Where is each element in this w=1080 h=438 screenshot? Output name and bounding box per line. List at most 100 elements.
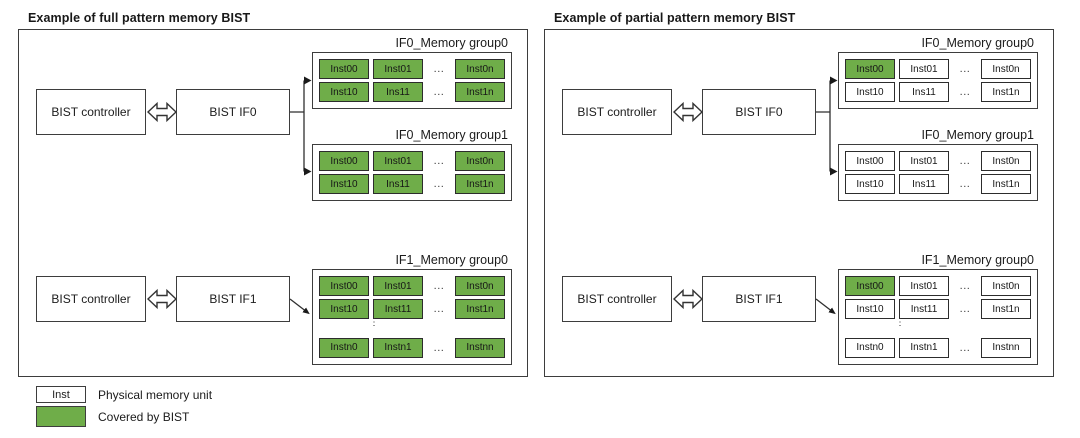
row-ellipsis: ...: [433, 303, 445, 316]
memory-cell: Inst1n: [455, 299, 505, 320]
row-ellipsis: ...: [959, 86, 971, 98]
memory-cell: Inst00: [845, 151, 895, 171]
memory-cell: Inst00: [845, 59, 895, 79]
memory-cell: Inst00: [319, 59, 369, 79]
memory-cell: Ins11: [899, 82, 949, 102]
memory-cell: Inst0n: [455, 151, 505, 171]
legend: Inst Physical memory unit Covered by BIS…: [36, 386, 212, 427]
memory-cell: Inst11: [899, 299, 949, 320]
legend-item-physical-memory-unit: Inst Physical memory unit: [36, 386, 212, 403]
legend-swatch-physical: Inst: [36, 386, 86, 403]
bist-interface-box: BIST IF1: [702, 276, 816, 322]
memory-cell: Instn1: [899, 337, 949, 358]
row-ellipsis: ...: [959, 280, 971, 292]
row-ellipsis: ...: [959, 155, 971, 167]
legend-label-covered: Covered by BIST: [98, 409, 190, 424]
memory-cell: Inst1n: [981, 174, 1031, 194]
memory-cell: Ins11: [373, 174, 423, 194]
legend-swatch-label: Inst: [52, 388, 70, 401]
row-ellipsis: ...: [433, 63, 445, 75]
bist-controller-box: BIST controller: [562, 89, 672, 135]
memory-cell: Inst0n: [455, 276, 505, 296]
bist-interface-box: BIST IF1: [176, 276, 290, 322]
double-arrow-icon: [146, 287, 178, 311]
bist-controller-box: BIST controller: [562, 276, 672, 322]
memory-group-title: IF0_Memory group1: [921, 128, 1034, 142]
memory-cell: Inst10: [319, 174, 369, 194]
panel-title: Example of partial pattern memory BIST: [554, 11, 796, 25]
memory-cell: Inst01: [373, 276, 423, 296]
memory-cell: Inst00: [319, 151, 369, 171]
memory-cell: Inst01: [373, 59, 423, 79]
memory-group-title: IF1_Memory group0: [921, 253, 1034, 267]
memory-group-title: IF0_Memory group1: [395, 128, 508, 142]
memory-cell: Inst0n: [981, 151, 1031, 171]
memory-cell: Inst10: [845, 299, 895, 320]
memory-cell: Inst00: [319, 276, 369, 296]
bist-controller-box: BIST controller: [36, 276, 146, 322]
vertical-ellipsis: ⋮: [369, 316, 379, 328]
memory-cell: Inst01: [899, 59, 949, 79]
row-ellipsis: ...: [433, 280, 445, 292]
memory-cell: Instnn: [455, 337, 505, 358]
memory-cell: Inst01: [373, 151, 423, 171]
memory-cell: Inst0n: [455, 59, 505, 79]
memory-cell: Inst01: [899, 151, 949, 171]
panel-title: Example of full pattern memory BIST: [28, 11, 251, 25]
memory-cell: Instn1: [373, 337, 423, 358]
vertical-ellipsis: ⋮: [895, 316, 905, 328]
row-ellipsis: ...: [433, 155, 445, 167]
memory-cell: Inst1n: [455, 82, 505, 102]
memory-row-continuation: ⋮: [319, 317, 505, 335]
memory-cell: Inst10: [319, 82, 369, 102]
memory-cell: Inst01: [899, 276, 949, 296]
row-ellipsis: ...: [433, 86, 445, 98]
row-ellipsis: ...: [959, 341, 971, 354]
row-ellipsis: ...: [433, 341, 445, 354]
row-ellipsis: ...: [959, 63, 971, 75]
bist-controller-box: BIST controller: [36, 89, 146, 135]
memory-cell: Inst0n: [981, 59, 1031, 79]
diagram-panel-partial: Example of partial pattern memory BIST BI…: [526, 0, 1080, 438]
memory-cell: Inst1n: [981, 299, 1031, 320]
legend-swatch-covered: [36, 406, 86, 427]
memory-group-title: IF1_Memory group0: [395, 253, 508, 267]
memory-cell: Instnn: [981, 337, 1031, 358]
memory-cell: Instn0: [319, 337, 369, 358]
memory-cell: Inst1n: [455, 174, 505, 194]
row-ellipsis: ...: [959, 178, 971, 190]
double-arrow-icon: [672, 287, 704, 311]
double-arrow-icon: [146, 100, 178, 124]
double-arrow-icon: [672, 100, 704, 124]
legend-item-covered-by-bist: Covered by BIST: [36, 406, 212, 427]
legend-label-physical: Physical memory unit: [98, 387, 213, 402]
memory-cell: Inst10: [845, 174, 895, 194]
memory-cell: Ins11: [373, 82, 423, 102]
memory-cell: Instn0: [845, 337, 895, 358]
row-ellipsis: ...: [433, 178, 445, 190]
bist-interface-box: BIST IF0: [702, 89, 816, 135]
memory-cell: Inst1n: [981, 82, 1031, 102]
memory-cell: Inst10: [319, 299, 369, 320]
